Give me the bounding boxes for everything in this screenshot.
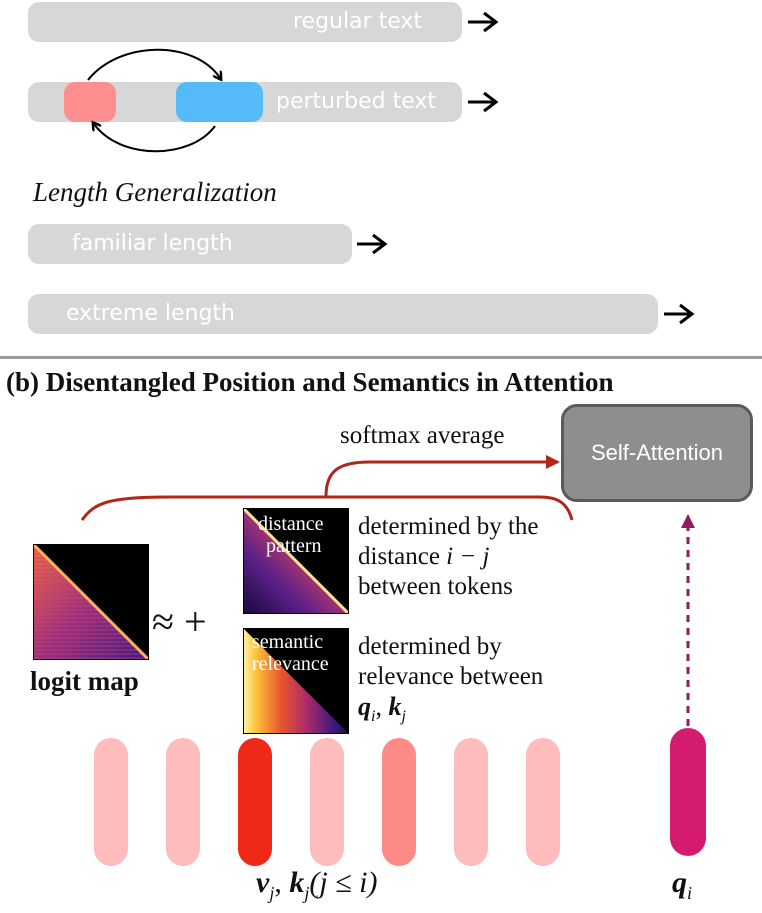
softmax-average-label: softmax average [340,422,505,449]
softmax-arrow [324,455,560,497]
familiar-length-arrow [357,233,388,255]
swap-arc-bottom [94,124,216,153]
swap-arc-top [87,48,220,80]
distance-pattern-label: distance pattern [258,513,324,557]
extreme-length-label: extreme length [66,301,235,326]
self-attention-box: Self-Attention [561,404,753,502]
kv-token [94,738,128,866]
logit-bracket [80,495,574,521]
kv-token [526,738,560,866]
distance-formula: i − j [446,543,490,570]
swapped-token-blue [176,82,263,122]
qk-formula: qi, kj [358,692,406,726]
query-token [670,728,706,856]
self-attention-label: Self-Attention [590,440,724,465]
length-generalization-heading: Length Generalization [33,177,277,207]
kv-token [310,738,344,866]
query-label: qi [672,866,693,903]
kv-token [166,738,200,866]
relevance-description: determined by relevance between qi, kj [358,632,543,732]
familiar-length-bar [28,224,352,264]
familiar-length-label: familiar length [72,231,233,256]
swapped-token-red [64,82,116,122]
kv-token [382,738,416,866]
distance-pattern-heatmap: distance pattern [243,508,349,614]
distance-description: determined by the distance i − j between… [358,513,539,600]
vk-label: vj, kj(j ≤ i) [256,866,378,903]
semantic-relevance-label: semantic relevance [252,631,329,675]
perturbed-text-arrow [468,91,499,113]
kv-token [454,738,488,866]
approx-plus-symbol: ≈ + [152,599,207,644]
section-b-heading: (b) Disentangled Position and Semantics … [6,367,614,397]
extreme-length-bar [28,294,658,334]
logit-map-label: logit map [30,666,139,696]
perturbed-text-label: perturbed text [276,89,437,114]
kv-token [238,738,272,866]
extreme-length-arrow [664,303,695,325]
regular-text-arrow [468,11,499,33]
regular-text-label: regular text [293,9,423,34]
logit-map-heatmap [33,544,149,660]
section-divider [0,356,762,359]
regular-text-bar [28,2,462,42]
semantic-relevance-heatmap: semantic relevance [243,628,349,734]
